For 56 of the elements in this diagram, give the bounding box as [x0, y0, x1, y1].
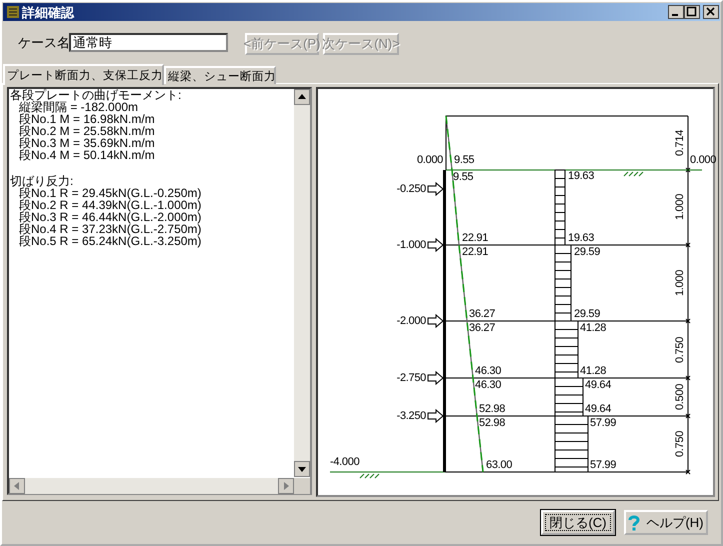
value-label: 29.59 — [574, 308, 600, 320]
value-label: 9.55 — [453, 171, 474, 183]
elevation-label: -2.750 — [396, 372, 426, 384]
panel-heading: 切ばり反力: — [10, 175, 74, 187]
value-label: 52.98 — [479, 417, 506, 429]
dimension-label: 0.750 — [674, 430, 686, 458]
close-button: 閉じる(C) — [541, 510, 615, 535]
reaction-value: 段No.5 R = 65.24kN(G.L.-3.250m) — [19, 235, 202, 247]
case-name-field: 通常時 — [69, 33, 228, 52]
value-label: 49.64 — [585, 379, 612, 391]
tab: 縦梁、シュー断面力 — [164, 66, 276, 84]
value-label: 49.64 — [585, 403, 612, 415]
dimension-label: 0.500 — [674, 384, 686, 410]
reaction-value: 段No.2 R = 44.39kN(G.L.-1.000m) — [19, 199, 202, 211]
value-label: 19.63 — [568, 232, 594, 244]
window-title: 詳細確認 — [22, 4, 74, 22]
help-button: ヘルプ(H) — [624, 510, 708, 535]
value-label: 29.59 — [574, 246, 600, 258]
reaction-value: 段No.3 R = 46.44kN(G.L.-2.000m) — [19, 211, 202, 223]
value-label: 46.30 — [475, 379, 502, 391]
dimension-label: 0.750 — [674, 336, 686, 364]
value-label: 63.00 — [486, 459, 512, 471]
elevation-label: -3.250 — [396, 410, 426, 422]
previous-case-button: <前ケース(P) — [245, 33, 319, 55]
tab: プレート断面力、支保工反力 — [3, 64, 164, 85]
elevation-label: 0.000 — [416, 154, 443, 166]
value-label: 36.27 — [469, 308, 496, 320]
moment-value: 段No.4 M = 50.14kN.m/m — [19, 149, 155, 161]
value-label: 57.99 — [590, 417, 616, 429]
elevation-label: -0.250 — [396, 183, 426, 195]
value-label: 22.91 — [462, 232, 488, 244]
value-label: 57.99 — [590, 459, 616, 471]
moment-value: 段No.3 M = 35.69kN.m/m — [19, 137, 155, 149]
value-label: 9.55 — [454, 154, 474, 166]
elevation-label: -2.000 — [396, 315, 426, 327]
reaction-value: 段No.4 R = 37.23kN(G.L.-2.750m) — [19, 223, 202, 235]
value-label: 46.30 — [475, 365, 502, 377]
panel-heading: 各段プレートの曲げモーメント: — [10, 89, 182, 101]
value-label: 36.27 — [469, 322, 496, 334]
value-label: 41.28 — [580, 365, 606, 377]
moment-value: 段No.2 M = 25.58kN.m/m — [19, 125, 155, 137]
spacing-text: 縦梁間隔 = -182.000m — [19, 101, 138, 113]
value-label: 22.91 — [462, 246, 488, 258]
elevation-label: 0.000 — [690, 154, 716, 166]
elevation-label: -1.000 — [396, 239, 426, 251]
value-label: 52.98 — [479, 403, 506, 415]
value-label: 19.63 — [568, 170, 594, 182]
moment-value: 段No.1 M = 16.98kN.m/m — [19, 113, 155, 125]
elevation-label: -4.000 — [330, 456, 360, 468]
field-label: ケース名 — [18, 37, 70, 49]
dimension-label: 1.000 — [674, 270, 686, 296]
reaction-value: 段No.1 R = 29.45kN(G.L.-0.250m) — [19, 187, 202, 199]
dimension-label: 1.000 — [674, 194, 686, 220]
dimension-label: 0.714 — [674, 130, 686, 156]
next-case-button: 次ケース(N)> — [323, 33, 399, 55]
value-label: 41.28 — [580, 322, 606, 334]
